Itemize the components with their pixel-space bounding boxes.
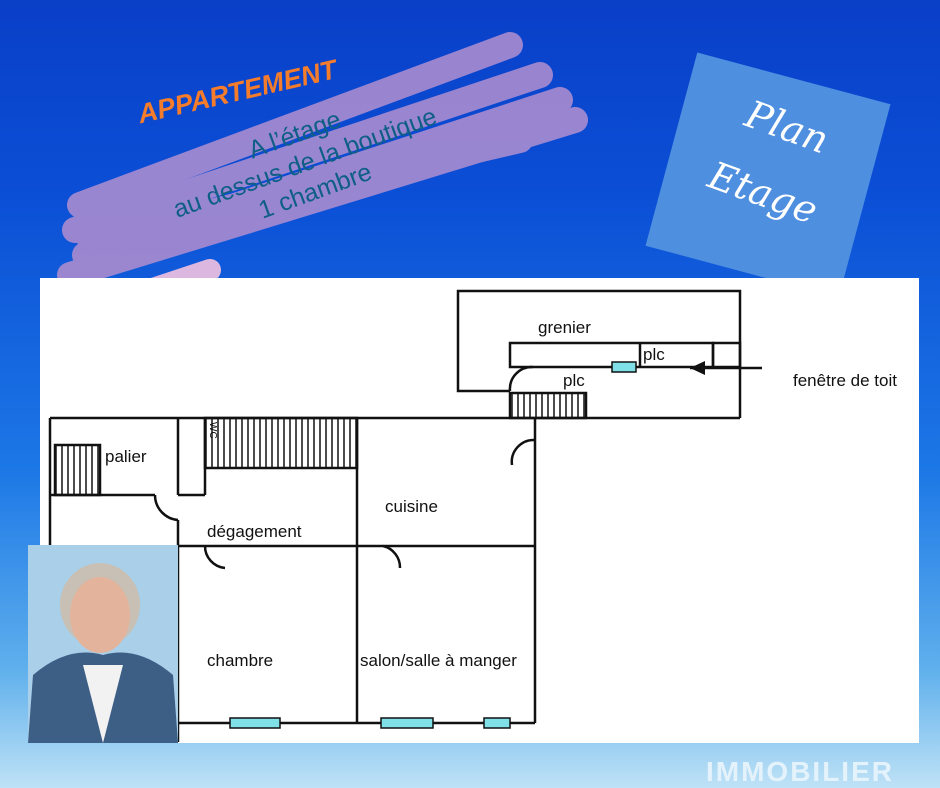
room-degagement: dégagement <box>207 522 302 541</box>
roof-window-note: fenêtre de toit <box>793 371 897 390</box>
room-plc: plc <box>563 371 585 390</box>
room-chambre: chambre <box>207 651 274 670</box>
brand-logo-text: IMMOBILIER <box>706 756 894 787</box>
floor-plan-panel <box>40 278 919 743</box>
room-palier: palier <box>105 447 147 466</box>
room-salon: salon/salle à manger <box>360 651 517 670</box>
room-plc-top: plc <box>643 345 665 364</box>
room-grenier: grenier <box>538 318 591 337</box>
room-cuisine: cuisine <box>385 497 438 516</box>
agent-photo <box>28 545 178 743</box>
room-wc: WC <box>207 422 218 439</box>
